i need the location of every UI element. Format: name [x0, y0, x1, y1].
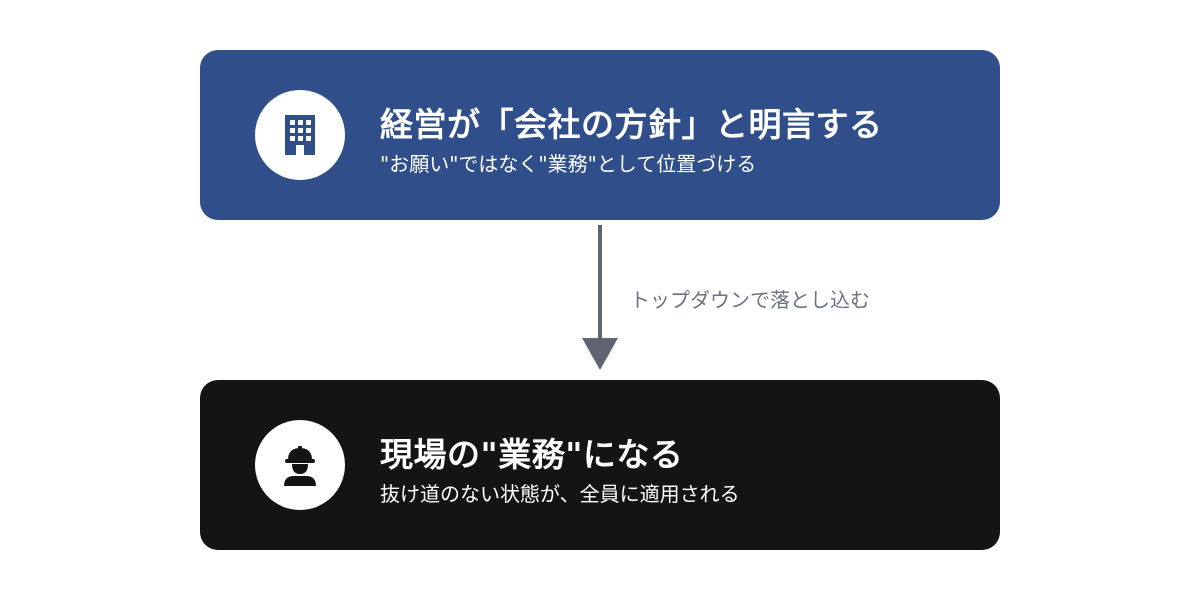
connector-label: トップダウンで落とし込む — [630, 288, 870, 312]
worker-icon-circle — [255, 420, 345, 510]
worker-helmet-icon — [284, 446, 316, 486]
building-icon-circle — [255, 90, 345, 180]
workplace-title: 現場の"業務"になる — [380, 435, 684, 474]
workplace-card: 現場の"業務"になる 抜け道のない状態が、全員に適用される — [200, 380, 1000, 550]
building-icon — [285, 115, 315, 155]
management-title: 経営が「会社の方針」と明言する — [380, 105, 883, 144]
management-card: 経営が「会社の方針」と明言する "お願い"ではなく"業務"として位置づける — [200, 50, 1000, 220]
workplace-subtitle: 抜け道のない状態が、全員に適用される — [380, 482, 740, 506]
management-subtitle: "お願い"ではなく"業務"として位置づける — [380, 152, 757, 176]
arrow-head-icon — [582, 338, 618, 370]
